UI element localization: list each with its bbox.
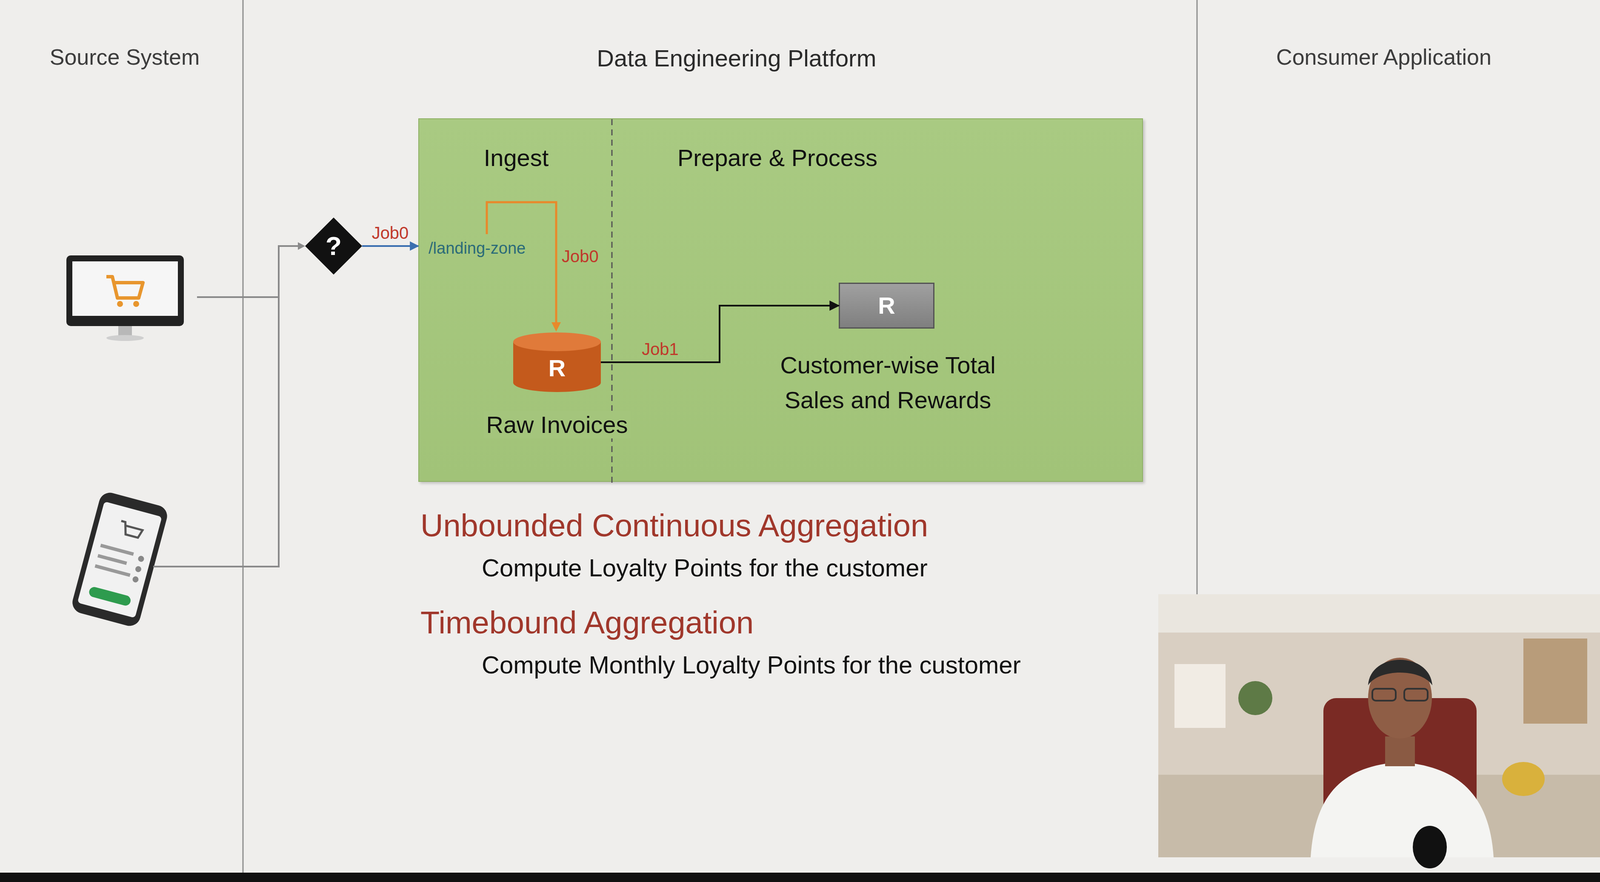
phone-button: [88, 585, 132, 607]
wire-arrowhead: [297, 242, 306, 250]
phone-screen: [77, 501, 163, 618]
monitor-frame: [66, 255, 184, 326]
glasses: [1404, 688, 1428, 701]
diamond-outline: [305, 217, 363, 275]
table-box: RCustomer-wise Total Sales and Rewards: [838, 282, 935, 329]
section-heading: Timebound Aggregation: [420, 604, 754, 641]
table-letter: R: [840, 283, 934, 328]
wire: [153, 245, 299, 567]
stage-heading: Ingest: [483, 143, 549, 172]
column-header: Source System: [49, 44, 200, 70]
column-divider: [1196, 0, 1198, 595]
monitor-base: [106, 334, 144, 341]
desktop-icon: [66, 255, 184, 341]
photo-edge: [0, 872, 1600, 882]
wall-art: [1523, 638, 1588, 724]
wire: [197, 296, 279, 298]
cylinder-top: [513, 332, 601, 352]
person-shirt: [1310, 761, 1494, 858]
cart-wheel: [117, 300, 123, 307]
column-header: Data Engineering Platform: [597, 44, 877, 72]
folder-path: /landing-zone: [428, 239, 526, 258]
storage-cylinder: RRaw Invoices: [513, 332, 601, 392]
section-text: Compute Loyalty Points for the customer: [481, 553, 928, 582]
column-header: Consumer Application: [1276, 44, 1492, 70]
plant: [1238, 680, 1273, 715]
column-divider: [242, 0, 244, 873]
stage-heading: Prepare & Process: [677, 143, 878, 172]
list-dot: [134, 565, 142, 573]
cart-wheel: [133, 300, 140, 307]
source-wires: [153, 245, 299, 567]
list-line: [94, 564, 131, 578]
list-line: [100, 543, 134, 556]
chair: [1502, 761, 1545, 796]
person-hair: [1368, 659, 1433, 686]
list-dot: [137, 554, 145, 563]
job-label: Job1: [641, 339, 679, 359]
column-dividers: [242, 0, 1198, 873]
job-label: Job0: [561, 246, 599, 266]
connector-arrow: [362, 245, 419, 247]
platform-zone: IngestPrepare & ProcessRRaw InvoicesRCus…: [418, 118, 1143, 482]
person-neck: [1385, 736, 1415, 766]
list-line: [97, 553, 128, 565]
webcam-background: [1158, 594, 1600, 858]
list-dot: [131, 575, 140, 583]
person-head: [1368, 657, 1432, 739]
monitor-screen: [72, 261, 178, 316]
phone-body: [69, 490, 170, 629]
table-caption: Customer-wise Total Sales and Rewards: [756, 347, 1020, 418]
microphone: [1412, 825, 1447, 869]
webcam-inset: [1158, 594, 1600, 869]
phone-icon: [69, 490, 170, 629]
glasses: [1372, 688, 1396, 701]
job-label: Job0: [371, 223, 409, 243]
store-caption: Raw Invoices: [483, 410, 631, 439]
section-heading: Unbounded Continuous Aggregation: [420, 507, 929, 544]
ceiling: [1158, 594, 1600, 633]
decision-label: ?: [305, 217, 363, 275]
cart-icon: [118, 520, 144, 539]
section-text: Compute Monthly Loyalty Points for the c…: [481, 650, 1021, 679]
decision-diamond: ?: [305, 217, 363, 275]
cart-icon: [106, 276, 143, 298]
wall-art: [1174, 663, 1226, 728]
store-letter: R: [513, 351, 601, 386]
